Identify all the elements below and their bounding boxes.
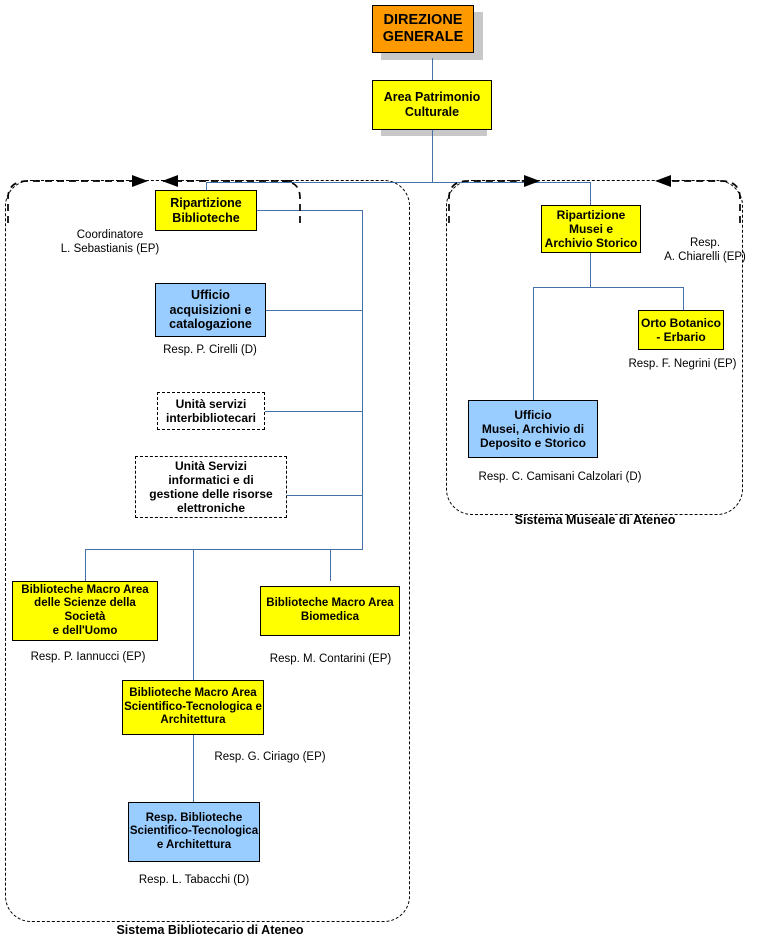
connector-dg-to-area (432, 58, 433, 80)
connector-trunk-left-drop (206, 182, 207, 190)
connector-acquisizioni-to-spine (266, 310, 363, 311)
connector-informatici-to-spine (287, 495, 363, 496)
node-biblioteche-scientifico-tecnologica-label: Biblioteche Macro Area Scientifico-Tecno… (124, 687, 262, 727)
node-biblioteche-scientifico-tecnologica[interactable]: Biblioteche Macro Area Scientifico-Tecno… (122, 680, 264, 735)
node-resp-biblioteche-scientifico-label: Resp. Biblioteche Scientifico-Tecnologic… (129, 811, 259, 851)
connector-area-to-trunk (432, 130, 433, 182)
node-ufficio-musei-archivio[interactable]: Ufficio Musei, Archivio di Deposito e St… (468, 400, 598, 458)
node-area-patrimonio-culturale[interactable]: Area Patrimonio Culturale (372, 80, 492, 130)
node-ufficio-acquisizioni-catalogazione-label: Ufficio acquisizioni e catalogazione (169, 287, 252, 332)
dashed-arrow-right-group-in (448, 180, 524, 223)
node-orto-botanico-erbario-label: Orto Botanico - Erbario (641, 315, 721, 344)
group-container-sistema-bibliotecario (5, 180, 410, 922)
node-direzione-generale[interactable]: DIREZIONE GENERALE (372, 5, 474, 53)
arrowhead-right-group-in (524, 175, 540, 187)
caption-resp-musei: Resp. A. Chiarelli (EP) (664, 237, 746, 264)
connector-drop-ufficio-musei (533, 287, 534, 400)
arrowhead-left-group-out (162, 175, 178, 187)
node-biblioteche-scienze-societa-label: Biblioteche Macro Area delle Scienze del… (21, 583, 149, 637)
node-biblioteche-biomedica[interactable]: Biblioteche Macro Area Biomedica (260, 586, 400, 636)
caption-resp-acquisizioni: Resp. P. Cirelli (D) (163, 344, 257, 356)
connector-drop-scienze-societa (85, 549, 86, 581)
node-unita-servizi-informatici[interactable]: Unità Servizi informatici e di gestione … (135, 456, 287, 518)
group-container-sistema-museale (446, 180, 743, 515)
node-resp-biblioteche-scientifico[interactable]: Resp. Biblioteche Scientifico-Tecnologic… (128, 802, 260, 862)
caption-coordinatore-biblioteche: Coordinatore L. Sebastianis (EP) (60, 229, 160, 256)
node-unita-servizi-informatici-label: Unità Servizi informatici e di gestione … (149, 458, 273, 516)
node-biblioteche-biomedica-label: Biblioteche Macro Area Biomedica (266, 597, 394, 623)
connector-drop-orto-botanico (683, 287, 684, 310)
caption-resp-tabacchi: Resp. L. Tabacchi (D) (138, 874, 250, 886)
node-biblioteche-scienze-societa[interactable]: Biblioteche Macro Area delle Scienze del… (12, 581, 158, 641)
connector-drop-biomedica (330, 549, 331, 581)
caption-resp-scientifico-tecnologica: Resp. G. Ciriago (EP) (214, 751, 326, 763)
node-ripartizione-biblioteche[interactable]: Ripartizione Biblioteche (155, 190, 257, 231)
node-ufficio-acquisizioni-catalogazione[interactable]: Ufficio acquisizioni e catalogazione (155, 283, 266, 337)
node-unita-servizi-interbibliotecari-label: Unità servizi interbibliotecari (165, 396, 257, 425)
node-ripartizione-musei-label: Ripartizione Musei e Archivio Storico (544, 207, 638, 251)
dashed-group-arrows (7, 175, 741, 223)
node-direzione-generale-label: DIREZIONE GENERALE (382, 11, 464, 45)
caption-resp-ufficio-musei: Resp. C. Camisani Calzolari (D) (478, 471, 642, 483)
node-ufficio-musei-archivio-label: Ufficio Musei, Archivio di Deposito e St… (479, 407, 586, 451)
dashed-arrow-left-group-out-curve (281, 180, 301, 223)
connector-macroarea-bus (85, 549, 363, 550)
group-title-sistema-museale: Sistema Museale di Ateneo (514, 513, 676, 527)
node-area-patrimonio-culturale-label: Area Patrimonio Culturale (383, 90, 481, 119)
caption-resp-scienze-societa: Resp. P. Iannucci (EP) (30, 651, 146, 663)
arrowhead-right-group-out (655, 175, 671, 187)
connector-drop-scientifico (193, 549, 194, 680)
connector-biblioteche-to-spine (257, 210, 363, 211)
connector-main-trunk (206, 182, 591, 183)
connector-left-spine (362, 210, 363, 549)
arrowhead-left-group-in (132, 175, 148, 187)
connector-scientifico-to-resp (193, 725, 194, 802)
group-title-sistema-bibliotecario: Sistema Bibliotecario di Ateneo (116, 923, 304, 937)
node-ripartizione-biblioteche-label: Ripartizione Biblioteche (170, 195, 242, 225)
node-orto-botanico-erbario[interactable]: Orto Botanico - Erbario (638, 310, 724, 350)
node-ripartizione-musei[interactable]: Ripartizione Musei e Archivio Storico (541, 205, 641, 253)
dashed-arrow-right-group-out (671, 180, 741, 223)
caption-resp-orto-botanico: Resp. F. Negrini (EP) (628, 358, 737, 370)
connector-trunk-right-drop (590, 182, 591, 205)
connector-musei-down (590, 245, 591, 287)
connector-interbibliotecari-to-spine (265, 411, 363, 412)
node-unita-servizi-interbibliotecari[interactable]: Unità servizi interbibliotecari (157, 392, 265, 430)
dashed-arrow-left-group-in (7, 180, 132, 223)
caption-resp-biomedica: Resp. M. Contarini (EP) (269, 653, 392, 665)
connector-musei-bus (533, 287, 683, 288)
